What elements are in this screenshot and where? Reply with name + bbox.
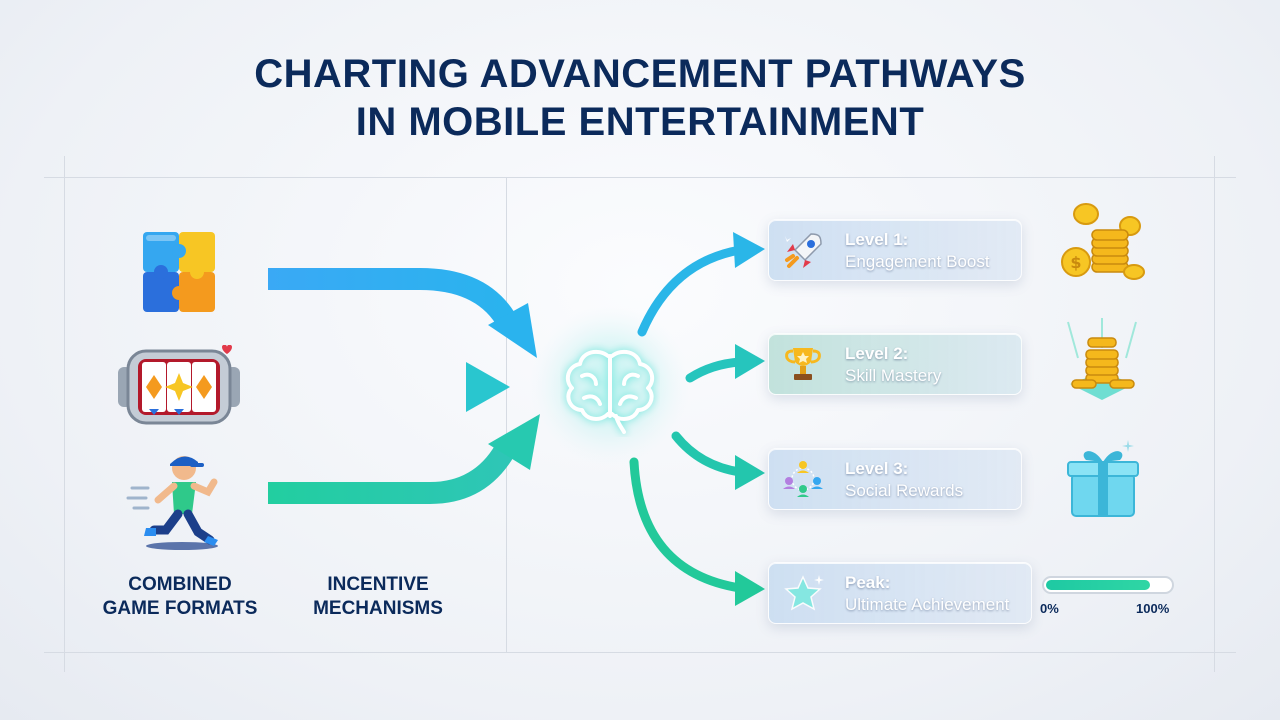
brain-icon	[565, 349, 655, 434]
level-card-1: Level 1: Engagement Boost	[768, 219, 1022, 281]
level-card-3: Level 3: Social Rewards	[768, 448, 1022, 510]
title-line-1: CHARTING ADVANCEMENT PATHWAYS	[254, 52, 1026, 96]
runner-icon	[126, 456, 218, 550]
progress-max-label: 100%	[1136, 601, 1170, 616]
arrow-runner-to-brain	[268, 444, 515, 504]
arrow-brain-to-level-3	[671, 431, 745, 477]
trophy-icon	[785, 348, 821, 380]
level-1-subtitle: Engagement Boost	[845, 252, 990, 271]
level-card-2: Level 2: Skill Mastery	[768, 333, 1022, 395]
arrow-head-1	[488, 303, 537, 358]
people-network-icon	[783, 461, 823, 497]
slot-machine-icon	[118, 345, 240, 425]
progress-bar	[1042, 576, 1174, 594]
grid-line-middle	[506, 177, 507, 652]
star-icon	[784, 575, 824, 611]
coins-icon: $	[1061, 203, 1145, 280]
progress-min-label: 0%	[1040, 601, 1059, 616]
progress-fill	[1046, 580, 1150, 590]
grid-line-right	[1214, 156, 1215, 672]
arrow-brain-to-peak	[629, 457, 745, 593]
arrow-head-3	[488, 414, 540, 470]
level-3-subtitle: Social Rewards	[845, 481, 964, 500]
level-3-title: Level 3:	[845, 459, 909, 478]
grid-line-left	[64, 156, 65, 672]
level-2-subtitle: Skill Mastery	[845, 366, 942, 385]
peak-subtitle: Ultimate Achievement	[845, 595, 1010, 614]
grid-line-top	[44, 177, 1236, 178]
level-2-title: Level 2:	[845, 344, 909, 363]
rocket-icon	[785, 233, 822, 268]
label-combined-game-formats: COMBINED GAME FORMATS	[102, 574, 258, 619]
level-card-peak: Peak: Ultimate Achievement	[768, 562, 1032, 624]
label-incentive-mechanisms: INCENTIVE MECHANISMS	[313, 574, 443, 619]
svg-text:$: $	[1070, 253, 1081, 272]
arrow-head-2	[466, 362, 510, 412]
puzzle-icon	[143, 232, 215, 312]
coin-stack-icon	[1067, 318, 1137, 400]
arrow-brain-to-level-1	[637, 245, 745, 337]
gift-box-icon	[1067, 440, 1139, 517]
page-title: CHARTING ADVANCEMENT PATHWAYS IN MOBILE …	[0, 50, 1280, 146]
arrow-puzzle-to-brain	[268, 268, 515, 325]
arrow-brain-to-level-2	[685, 357, 745, 383]
grid-line-bottom	[44, 652, 1236, 653]
level-1-title: Level 1:	[845, 230, 909, 249]
peak-title: Peak:	[845, 573, 891, 592]
title-line-2: IN MOBILE ENTERTAINMENT	[355, 100, 925, 144]
